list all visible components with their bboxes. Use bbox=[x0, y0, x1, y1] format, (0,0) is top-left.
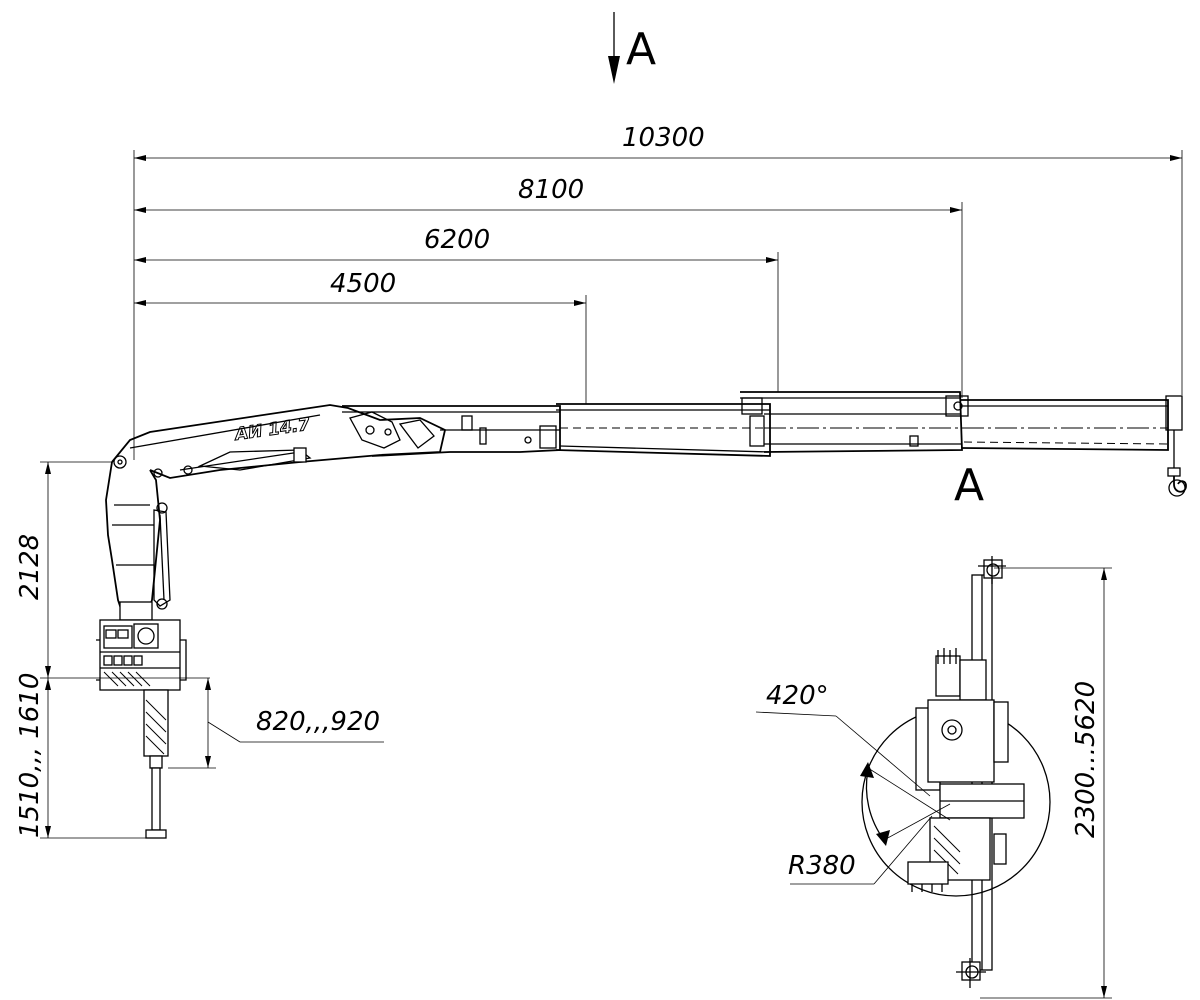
slew-angle-label: 420° bbox=[766, 681, 829, 711]
reach-dimensions: 10300 8100 6200 4500 bbox=[133, 123, 1183, 460]
jib-section-2 bbox=[555, 397, 771, 457]
outrigger-span-label: 2300...5620 bbox=[1071, 681, 1101, 838]
dimension-4500: 4500 bbox=[330, 269, 396, 299]
section-label-top: A bbox=[626, 24, 656, 75]
dimension-2128: 2128 bbox=[15, 534, 45, 600]
slew-radius-label: R380 bbox=[788, 851, 856, 881]
height-dimensions: 2128 1510,,, 1610 820,,,920 bbox=[15, 461, 384, 839]
dimension-6200: 6200 bbox=[424, 225, 490, 255]
view-a-top-view: 420° R380 2300...5620 bbox=[755, 556, 1112, 999]
jib-section-3 bbox=[740, 391, 1168, 453]
crane-base bbox=[96, 619, 187, 691]
section-label-bottom: A bbox=[954, 460, 984, 511]
dimension-820-920: 820,,,920 bbox=[256, 707, 380, 737]
section-marker-top: A bbox=[608, 12, 656, 84]
jib-section-4 bbox=[960, 395, 1183, 470]
crane-column bbox=[105, 461, 171, 621]
dimension-8100: 8100 bbox=[518, 175, 584, 205]
jib-section-1 bbox=[342, 405, 561, 457]
outrigger-leg bbox=[143, 689, 169, 839]
crane-side-view: АИ 14.7 bbox=[96, 391, 1187, 839]
main-boom: АИ 14.7 bbox=[111, 404, 447, 479]
crane-brand-label: АИ 14.7 bbox=[232, 415, 311, 446]
dimension-1510-1610: 1510,,, 1610 bbox=[15, 673, 45, 838]
dimension-10300: 10300 bbox=[622, 123, 705, 153]
hook bbox=[1167, 467, 1187, 497]
